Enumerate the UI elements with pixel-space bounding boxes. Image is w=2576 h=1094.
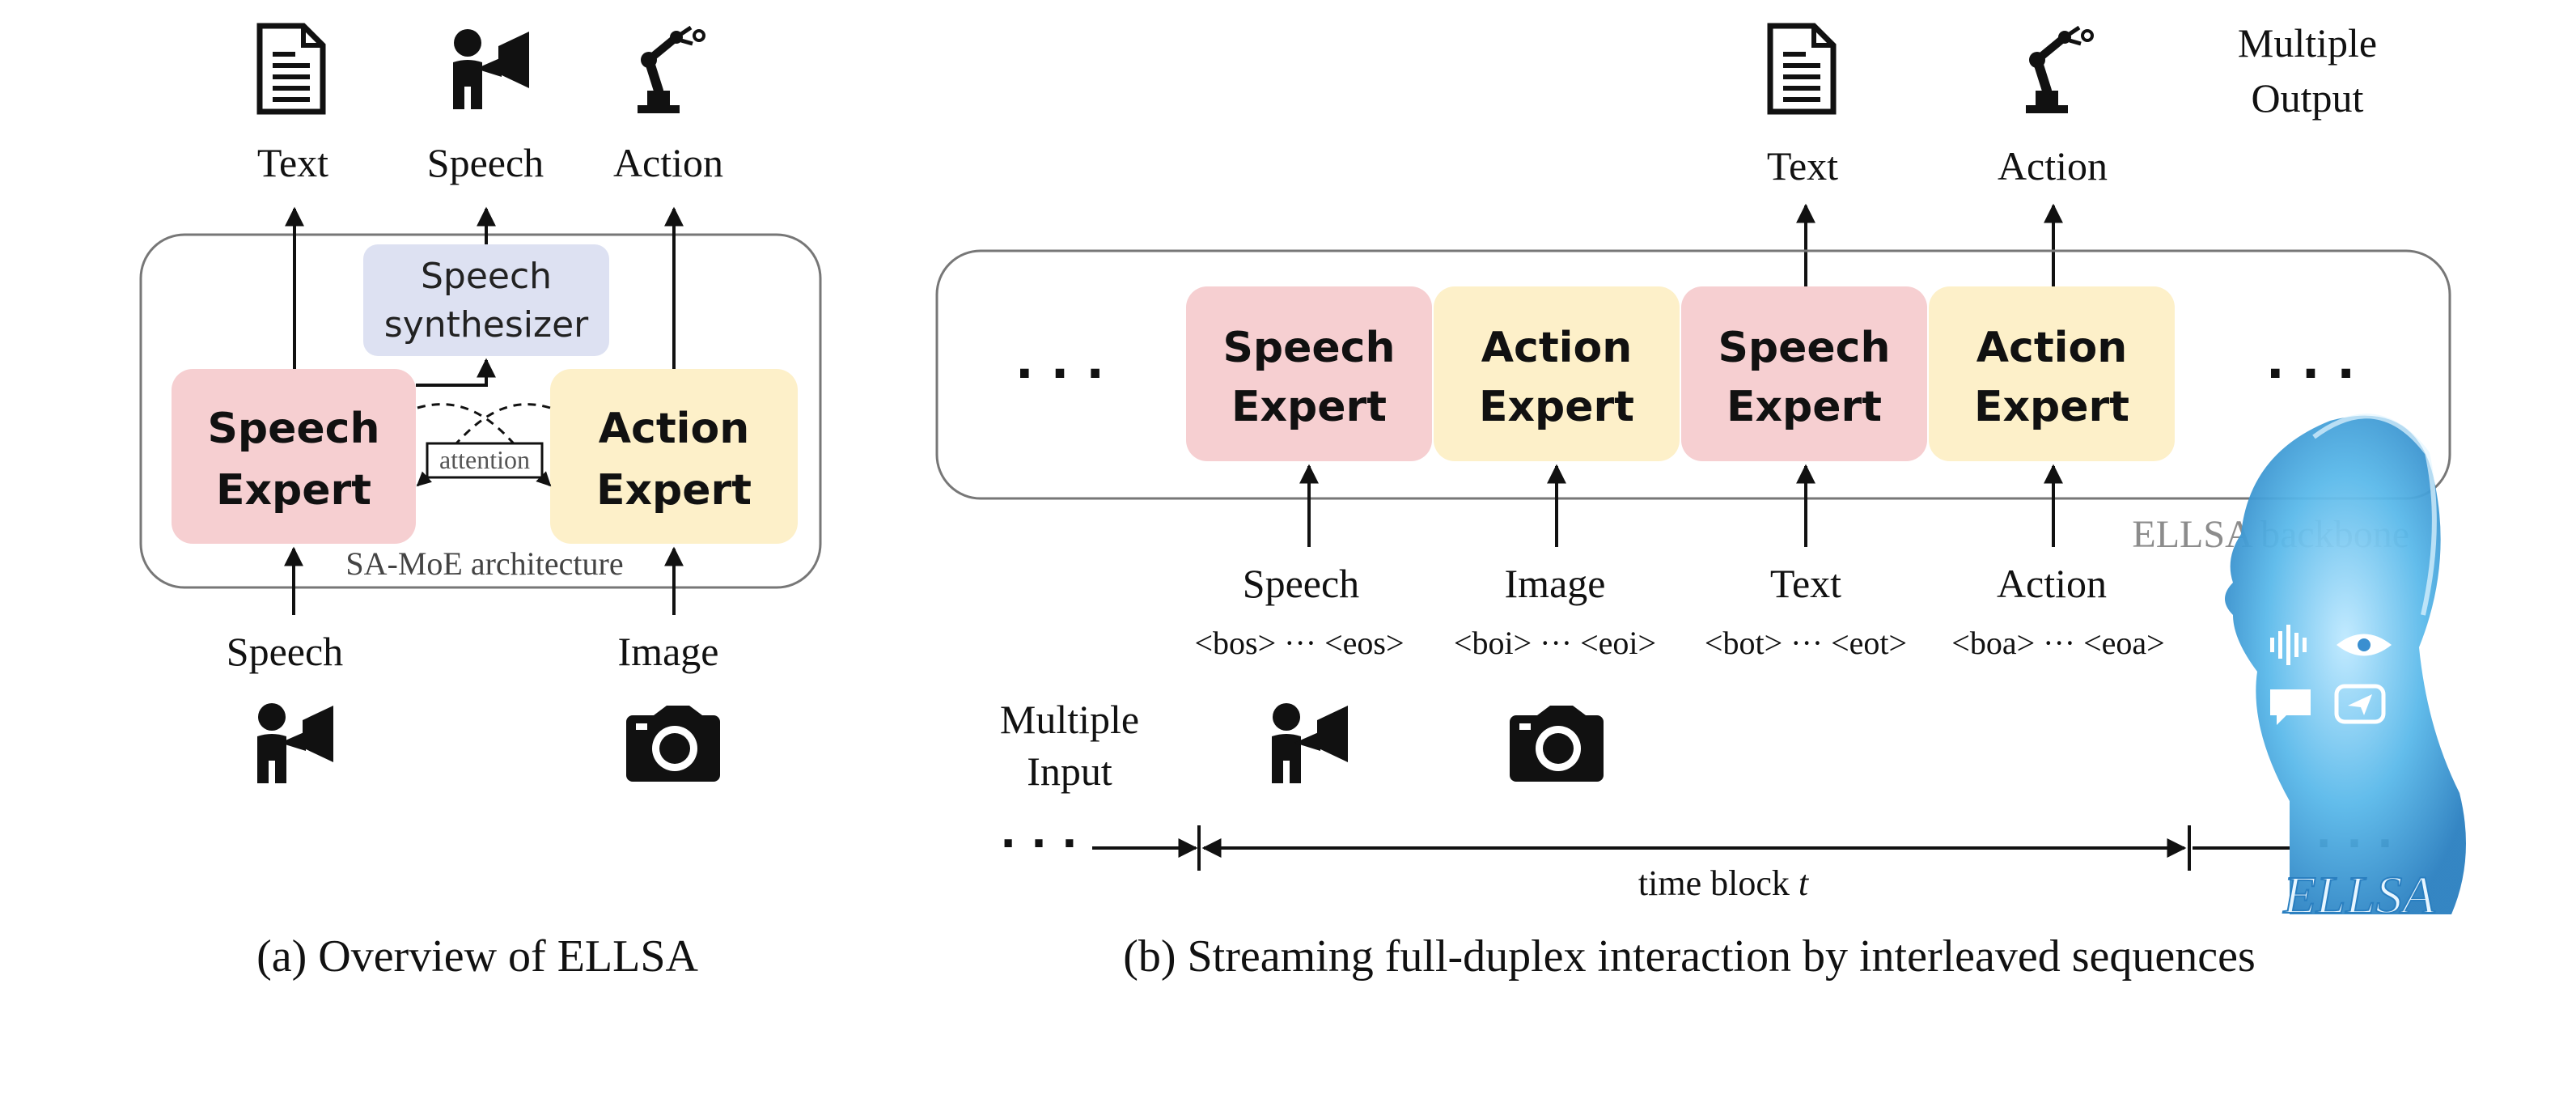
ellsa-logo-text: ELLSA: [2282, 866, 2435, 925]
attention-label: attention: [439, 445, 530, 474]
multiple-output-line1: Multiple: [2238, 20, 2377, 66]
backbone-action-expert-1: [1434, 286, 1680, 461]
speech-expert-box: [172, 369, 416, 544]
speech-expert-line1: Speech: [207, 405, 379, 453]
multiple-input-line2: Input: [1027, 748, 1112, 794]
camera-icon: [1510, 706, 1604, 782]
ellipsis-right: · · ·: [2266, 346, 2355, 402]
input-label-action: Action: [1997, 561, 2107, 606]
speaker-icon: [1272, 703, 1348, 783]
time-block-label: time block t: [1638, 863, 1810, 903]
ellipsis-left: · · ·: [1015, 346, 1104, 402]
action-expert-line1: Action: [599, 405, 750, 453]
token-speech: <bos> ··· <eos>: [1194, 625, 1404, 661]
output-label-text: Text: [257, 140, 328, 185]
caption-b: (b) Streaming full-duplex interaction by…: [1123, 931, 2256, 982]
document-icon: [1770, 26, 1833, 112]
output-label-action: Action: [1998, 143, 2108, 189]
token-text: <bot> ··· <eot>: [1705, 625, 1907, 661]
expert-1-line1: Speech: [1222, 324, 1395, 372]
speech-expert-line2: Expert: [216, 466, 371, 515]
synthesizer-label-line2: synthesizer: [384, 304, 589, 346]
expert-2-line1: Action: [1481, 324, 1633, 372]
expert-4-line2: Expert: [1974, 383, 2129, 431]
arrow-expert-to-synth: [416, 358, 496, 387]
ellsa-mascot-logo: ELLSA: [2225, 413, 2466, 926]
input-label-image: Image: [618, 629, 719, 674]
architecture-label: SA-MoE architecture: [345, 545, 623, 582]
expert-4-line1: Action: [1976, 324, 2128, 372]
input-label-text: Text: [1770, 561, 1841, 606]
backbone-speech-expert-1: [1186, 286, 1432, 461]
panel-b: Multiple Output Text Action · · · · · · …: [935, 20, 2466, 982]
speech-synthesizer-box: [363, 244, 609, 356]
input-label-speech: Speech: [227, 629, 343, 674]
panel-a: Text Speech Action Speech synthesizer Sp…: [139, 26, 822, 982]
synthesizer-label-line1: Speech: [421, 256, 552, 297]
multiple-input-line1: Multiple: [1000, 697, 1139, 742]
action-expert-line2: Expert: [596, 466, 752, 515]
attention-box: [426, 442, 544, 479]
backbone-speech-expert-2: [1681, 286, 1927, 461]
ellsa-backbone-frame: [935, 249, 2451, 500]
input-label-speech: Speech: [1243, 561, 1359, 606]
robot-arm-icon: [638, 28, 704, 113]
caption-a: (a) Overview of ELLSA: [256, 931, 698, 982]
multiple-output-line2: Output: [2252, 75, 2364, 121]
timeline-ellipsis-left: · · ·: [1000, 820, 1077, 868]
token-action: <boa> ··· <eoa>: [1951, 625, 2164, 661]
input-label-image: Image: [1505, 561, 1606, 606]
expert-2-line2: Expert: [1479, 383, 1634, 431]
speaker-icon: [257, 703, 333, 783]
output-label-action: Action: [613, 140, 723, 185]
token-image: <boi> ··· <eoi>: [1454, 625, 1656, 661]
output-label-speech: Speech: [427, 140, 544, 185]
speaker-icon: [453, 29, 529, 109]
expert-1-line2: Expert: [1231, 383, 1387, 431]
expert-3-line2: Expert: [1727, 383, 1882, 431]
action-expert-box: [550, 369, 798, 544]
expert-3-line1: Speech: [1718, 324, 1890, 372]
backbone-action-expert-2: [1929, 286, 2175, 461]
output-label-text: Text: [1767, 143, 1838, 189]
camera-icon: [626, 706, 720, 782]
sa-moe-frame: [139, 233, 822, 589]
robot-arm-icon: [2026, 28, 2092, 113]
document-icon: [260, 26, 323, 112]
